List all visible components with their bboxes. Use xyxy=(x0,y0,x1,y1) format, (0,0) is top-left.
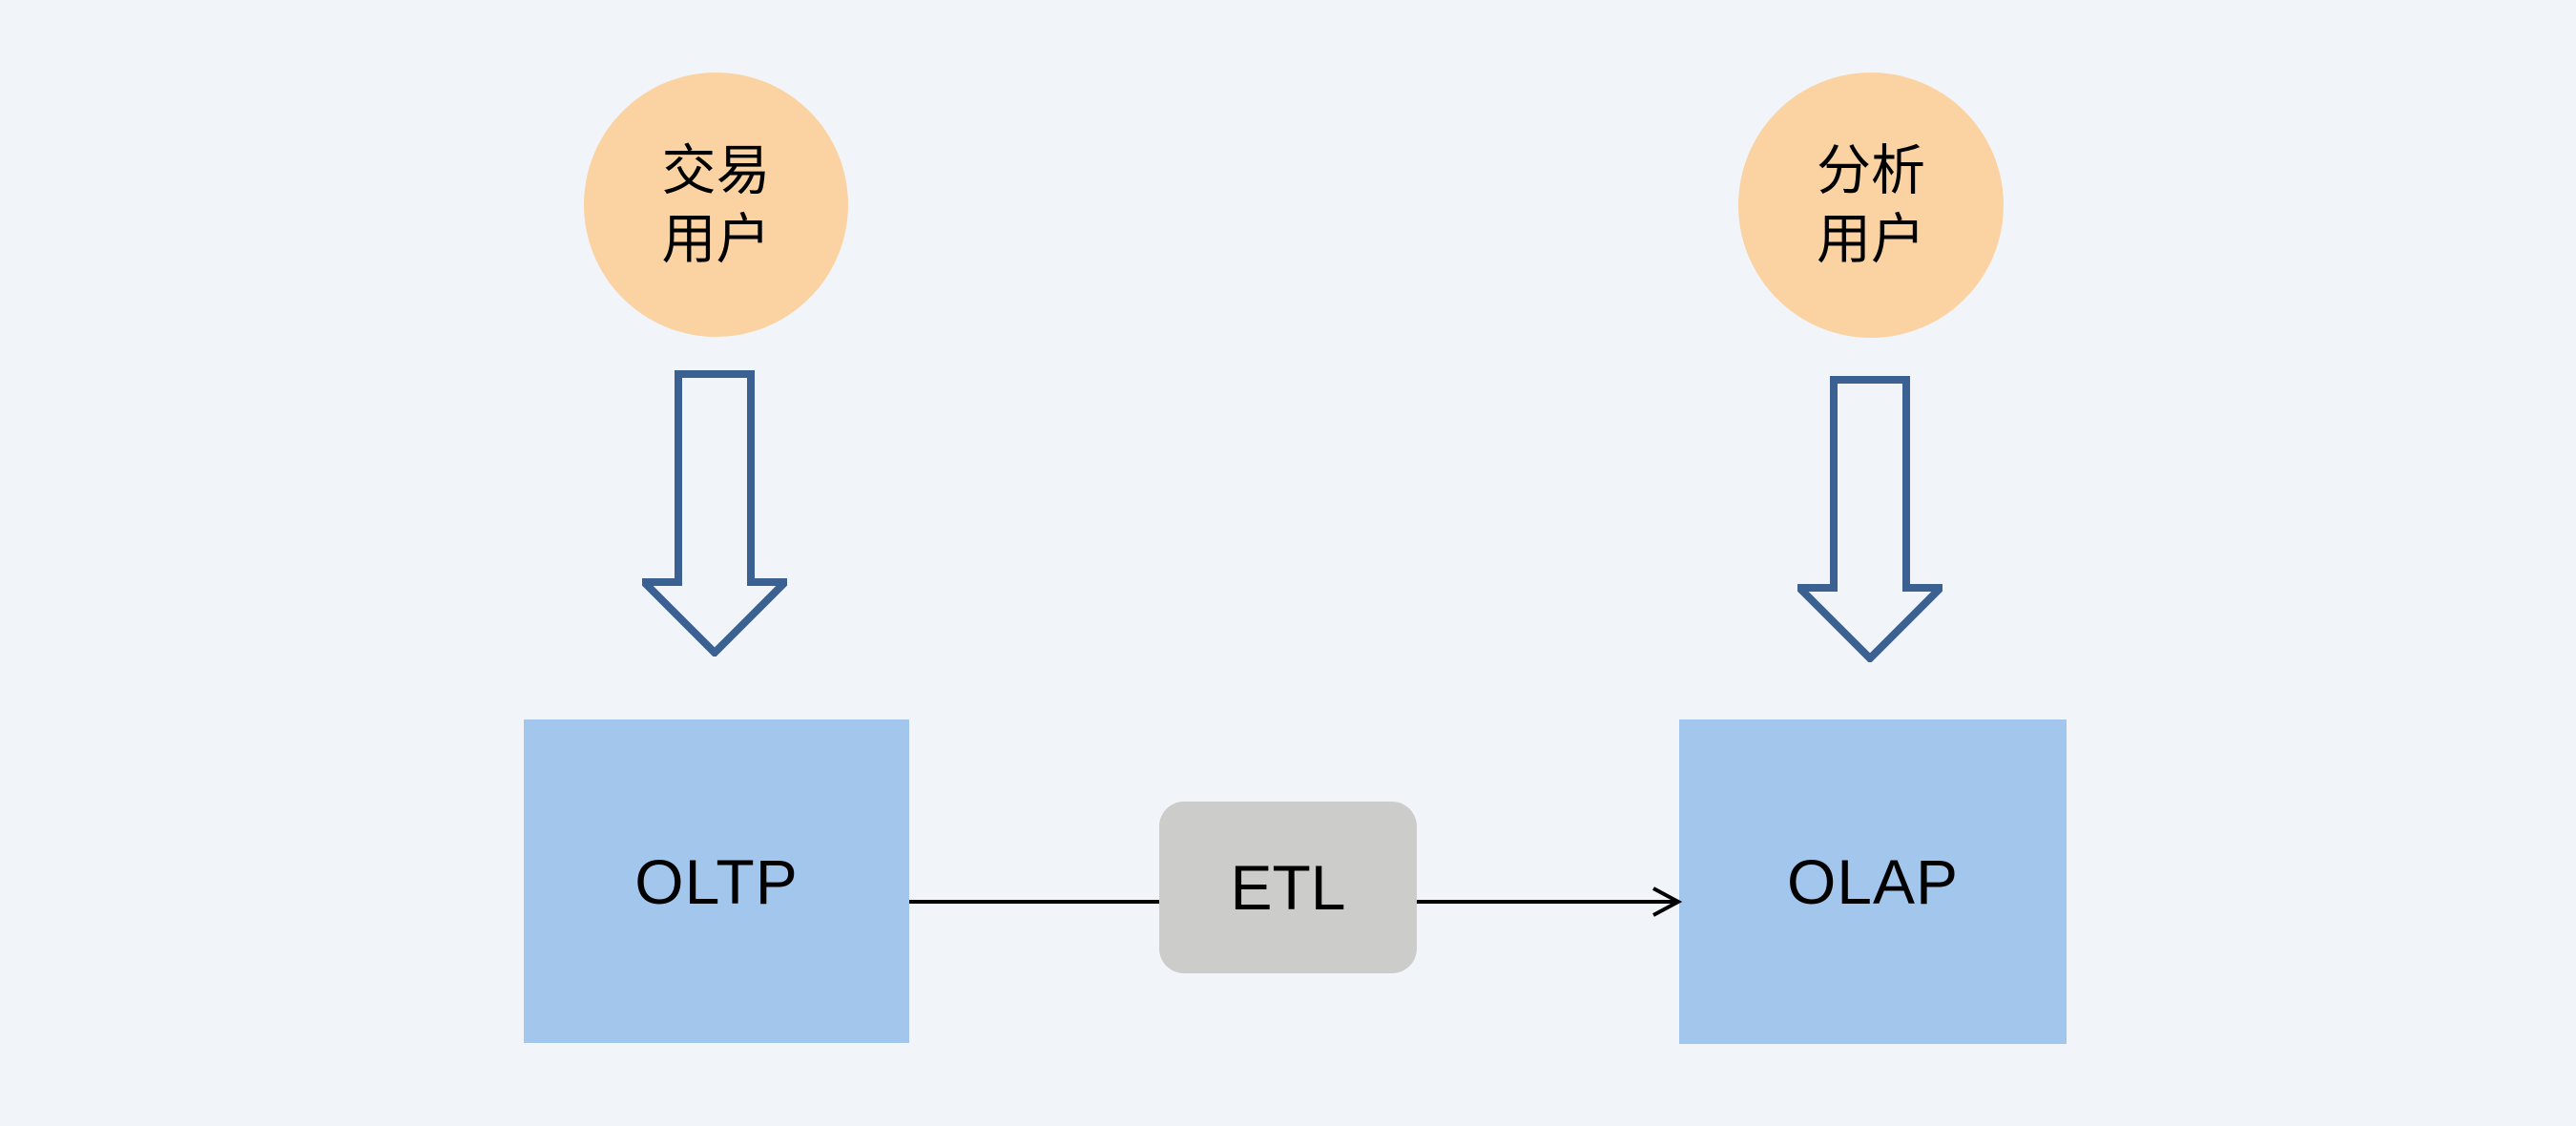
node-etl-label: ETL xyxy=(1230,852,1346,923)
down-block-arrow-icon xyxy=(1797,376,1942,662)
actor-label-line: 交易 xyxy=(661,139,771,201)
actor-label-line: 用户 xyxy=(661,208,771,270)
node-olap-label: OLAP xyxy=(1786,846,1960,917)
node-oltp: OLTP xyxy=(524,719,909,1043)
actor-label-line: 分析 xyxy=(1817,140,1925,201)
down-block-arrow-icon xyxy=(642,370,787,657)
actor-label-line: 用户 xyxy=(1817,209,1925,270)
node-oltp-label: OLTP xyxy=(634,845,799,917)
node-olap: OLAP xyxy=(1679,719,2067,1044)
actor-transaction-user: 交易 用户 xyxy=(584,73,848,337)
actor-analysis-user: 分析 用户 xyxy=(1738,73,2004,338)
arrowhead-icon xyxy=(1652,886,1683,917)
node-etl: ETL xyxy=(1159,802,1417,973)
